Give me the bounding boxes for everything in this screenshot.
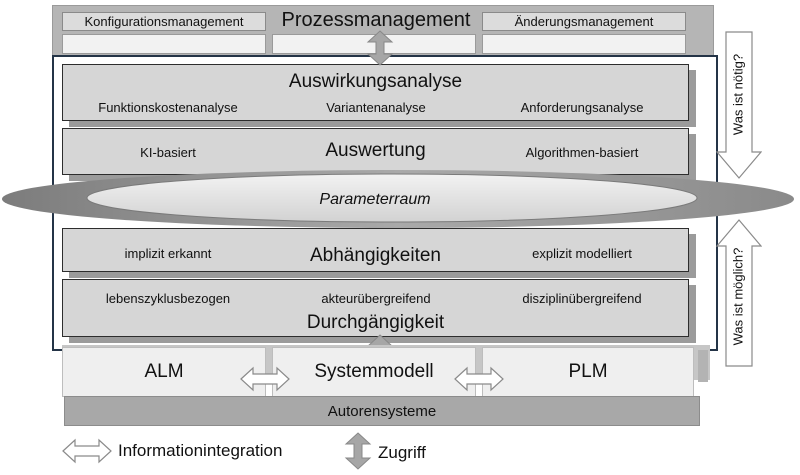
change-management-tag: Änderungsmanagement: [482, 12, 686, 31]
algorithm-based-label: Algorithmen-basiert: [525, 145, 639, 160]
impact-analysis-title: Auswirkungsanalyse: [288, 71, 463, 92]
cross-actor-label: akteurübergreifend: [321, 291, 431, 306]
access-legend-icon: [344, 432, 372, 470]
need-arrow-down: [716, 31, 762, 179]
cross-discipline-label: disziplinübergreifend: [522, 291, 642, 306]
dependencies-title: Abhängigkeiten: [310, 245, 441, 266]
parameter-space-ellipse: [2, 170, 794, 228]
evaluation-title: Auswertung: [325, 140, 426, 161]
integration-arrow-left: [240, 366, 290, 392]
impact-analysis-layer: Auswirkungsanalyse Funktionskostenanalys…: [62, 64, 689, 121]
information-integration-legend-icon: [62, 438, 112, 464]
tool-layer-depth: [698, 350, 708, 382]
authoring-systems-bar: Autorensysteme: [64, 396, 700, 426]
requirements-analysis-label: Anforderungsanalyse: [520, 100, 644, 115]
information-integration-legend-label: Informationintegration: [118, 441, 283, 460]
lifecycle-related-label: lebenszyklusbezogen: [105, 291, 231, 306]
access-arrow-top: [366, 30, 394, 66]
ai-based-label: KI-basiert: [140, 145, 196, 160]
continuity-layer: Durchgängigkeit lebenszyklusbezogen akte…: [62, 279, 689, 337]
integration-arrow-right: [454, 366, 504, 392]
possible-arrow-up: [716, 219, 762, 367]
plm-box: PLM: [482, 347, 694, 397]
process-slot-right: [482, 34, 686, 54]
variant-analysis-label: Variantenanalyse: [326, 100, 426, 115]
explicitly-modeled-label: explizit modelliert: [532, 246, 632, 261]
process-management-title: Prozessmanagement: [281, 8, 471, 31]
what-is-possible-label: Was ist möglich?: [730, 247, 746, 346]
access-legend-label: Zugriff: [378, 443, 426, 462]
implicitly-detected-label: implizit erkannt: [124, 246, 212, 261]
parameter-space-label: Parameterraum: [319, 191, 431, 208]
continuity-title: Durchgängigkeit: [306, 312, 445, 333]
evaluation-layer: Auswertung KI-basiert Algorithmen-basier…: [62, 128, 689, 175]
configuration-management-tag: Konfigurationsmanagement: [62, 12, 266, 31]
function-cost-analysis-label: Funktionskostenanalyse: [98, 100, 238, 115]
dependencies-layer: Abhängigkeiten implizit erkannt explizit…: [62, 228, 689, 272]
parameter-space-inner: [86, 173, 698, 223]
alm-box: ALM: [62, 347, 266, 397]
system-model-box: Systemmodell: [272, 347, 476, 397]
process-slot-left: [62, 34, 266, 54]
what-is-needed-label: Was ist nötig?: [730, 53, 746, 136]
